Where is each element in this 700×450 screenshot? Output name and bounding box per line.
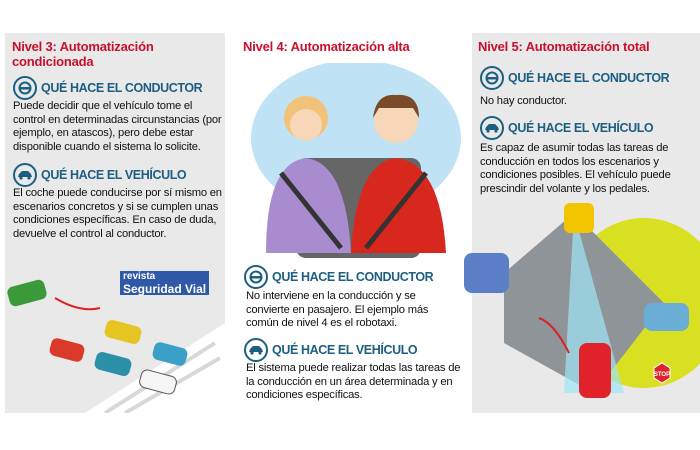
vehicle-text: El coche puede conducirse por sí mismo e… [13,187,222,240]
level-5-panel: Nivel 5: Automatización total QUÉ HACE E… [464,33,700,413]
vehicle-heading: QUÉ HACE EL VEHÍCULO [244,338,418,362]
level-5-title: Nivel 5: Automatización total [478,39,650,54]
vehicle-text: El sistema puede realizar todas las tare… [246,362,461,401]
traffic-jam-illustration [7,279,225,413]
driver-heading: QUÉ HACE EL CONDUCTOR [244,265,434,289]
vehicle-heading-label: QUÉ HACE EL VEHÍCULO [41,168,187,182]
passengers-illustration [251,63,461,258]
vehicle-heading: QUÉ HACE EL VEHÍCULO [13,163,187,187]
driver-heading-label: QUÉ HACE EL CONDUCTOR [508,71,670,85]
driver-text: Puede decidir que el vehículo tome el co… [13,100,222,153]
steering-wheel-icon [244,265,268,289]
car-icon [480,116,504,140]
vehicle-heading-label: QUÉ HACE EL VEHÍCULO [508,121,654,135]
level-3-panel: Nivel 3: Automatización condicionada QUÉ… [5,33,225,413]
level-4-title: Nivel 4: Automatización alta [243,39,410,54]
driver-heading: QUÉ HACE EL CONDUCTOR [480,66,670,90]
driver-text: No hay conductor. [480,95,567,107]
vehicle-heading: QUÉ HACE EL VEHÍCULO [480,116,654,140]
steering-wheel-icon [13,76,37,100]
car-icon [244,338,268,362]
intersection-illustration: STOP [464,203,700,398]
driver-text: No interviene en la conducción y se conv… [246,290,429,329]
car-icon [13,163,37,187]
vehicle-text: Es capaz de asumir todas las tareas de c… [480,142,671,195]
logo-line1: revista [123,271,156,282]
vehicle-heading-label: QUÉ HACE EL VEHÍCULO [272,343,418,357]
stop-sign: STOP [654,372,670,378]
driver-heading-label: QUÉ HACE EL CONDUCTOR [272,270,434,284]
driver-heading-label: QUÉ HACE EL CONDUCTOR [41,81,203,95]
steering-wheel-icon [480,66,504,90]
level-3-title: Nivel 3: Automatización condicionada [12,39,154,69]
level-4-panel: Nivel 4: Automatización alta QUÉ HACE EL… [236,33,466,413]
logo-line3: Seguridad Vial [123,282,207,296]
driver-heading: QUÉ HACE EL CONDUCTOR [13,76,203,100]
